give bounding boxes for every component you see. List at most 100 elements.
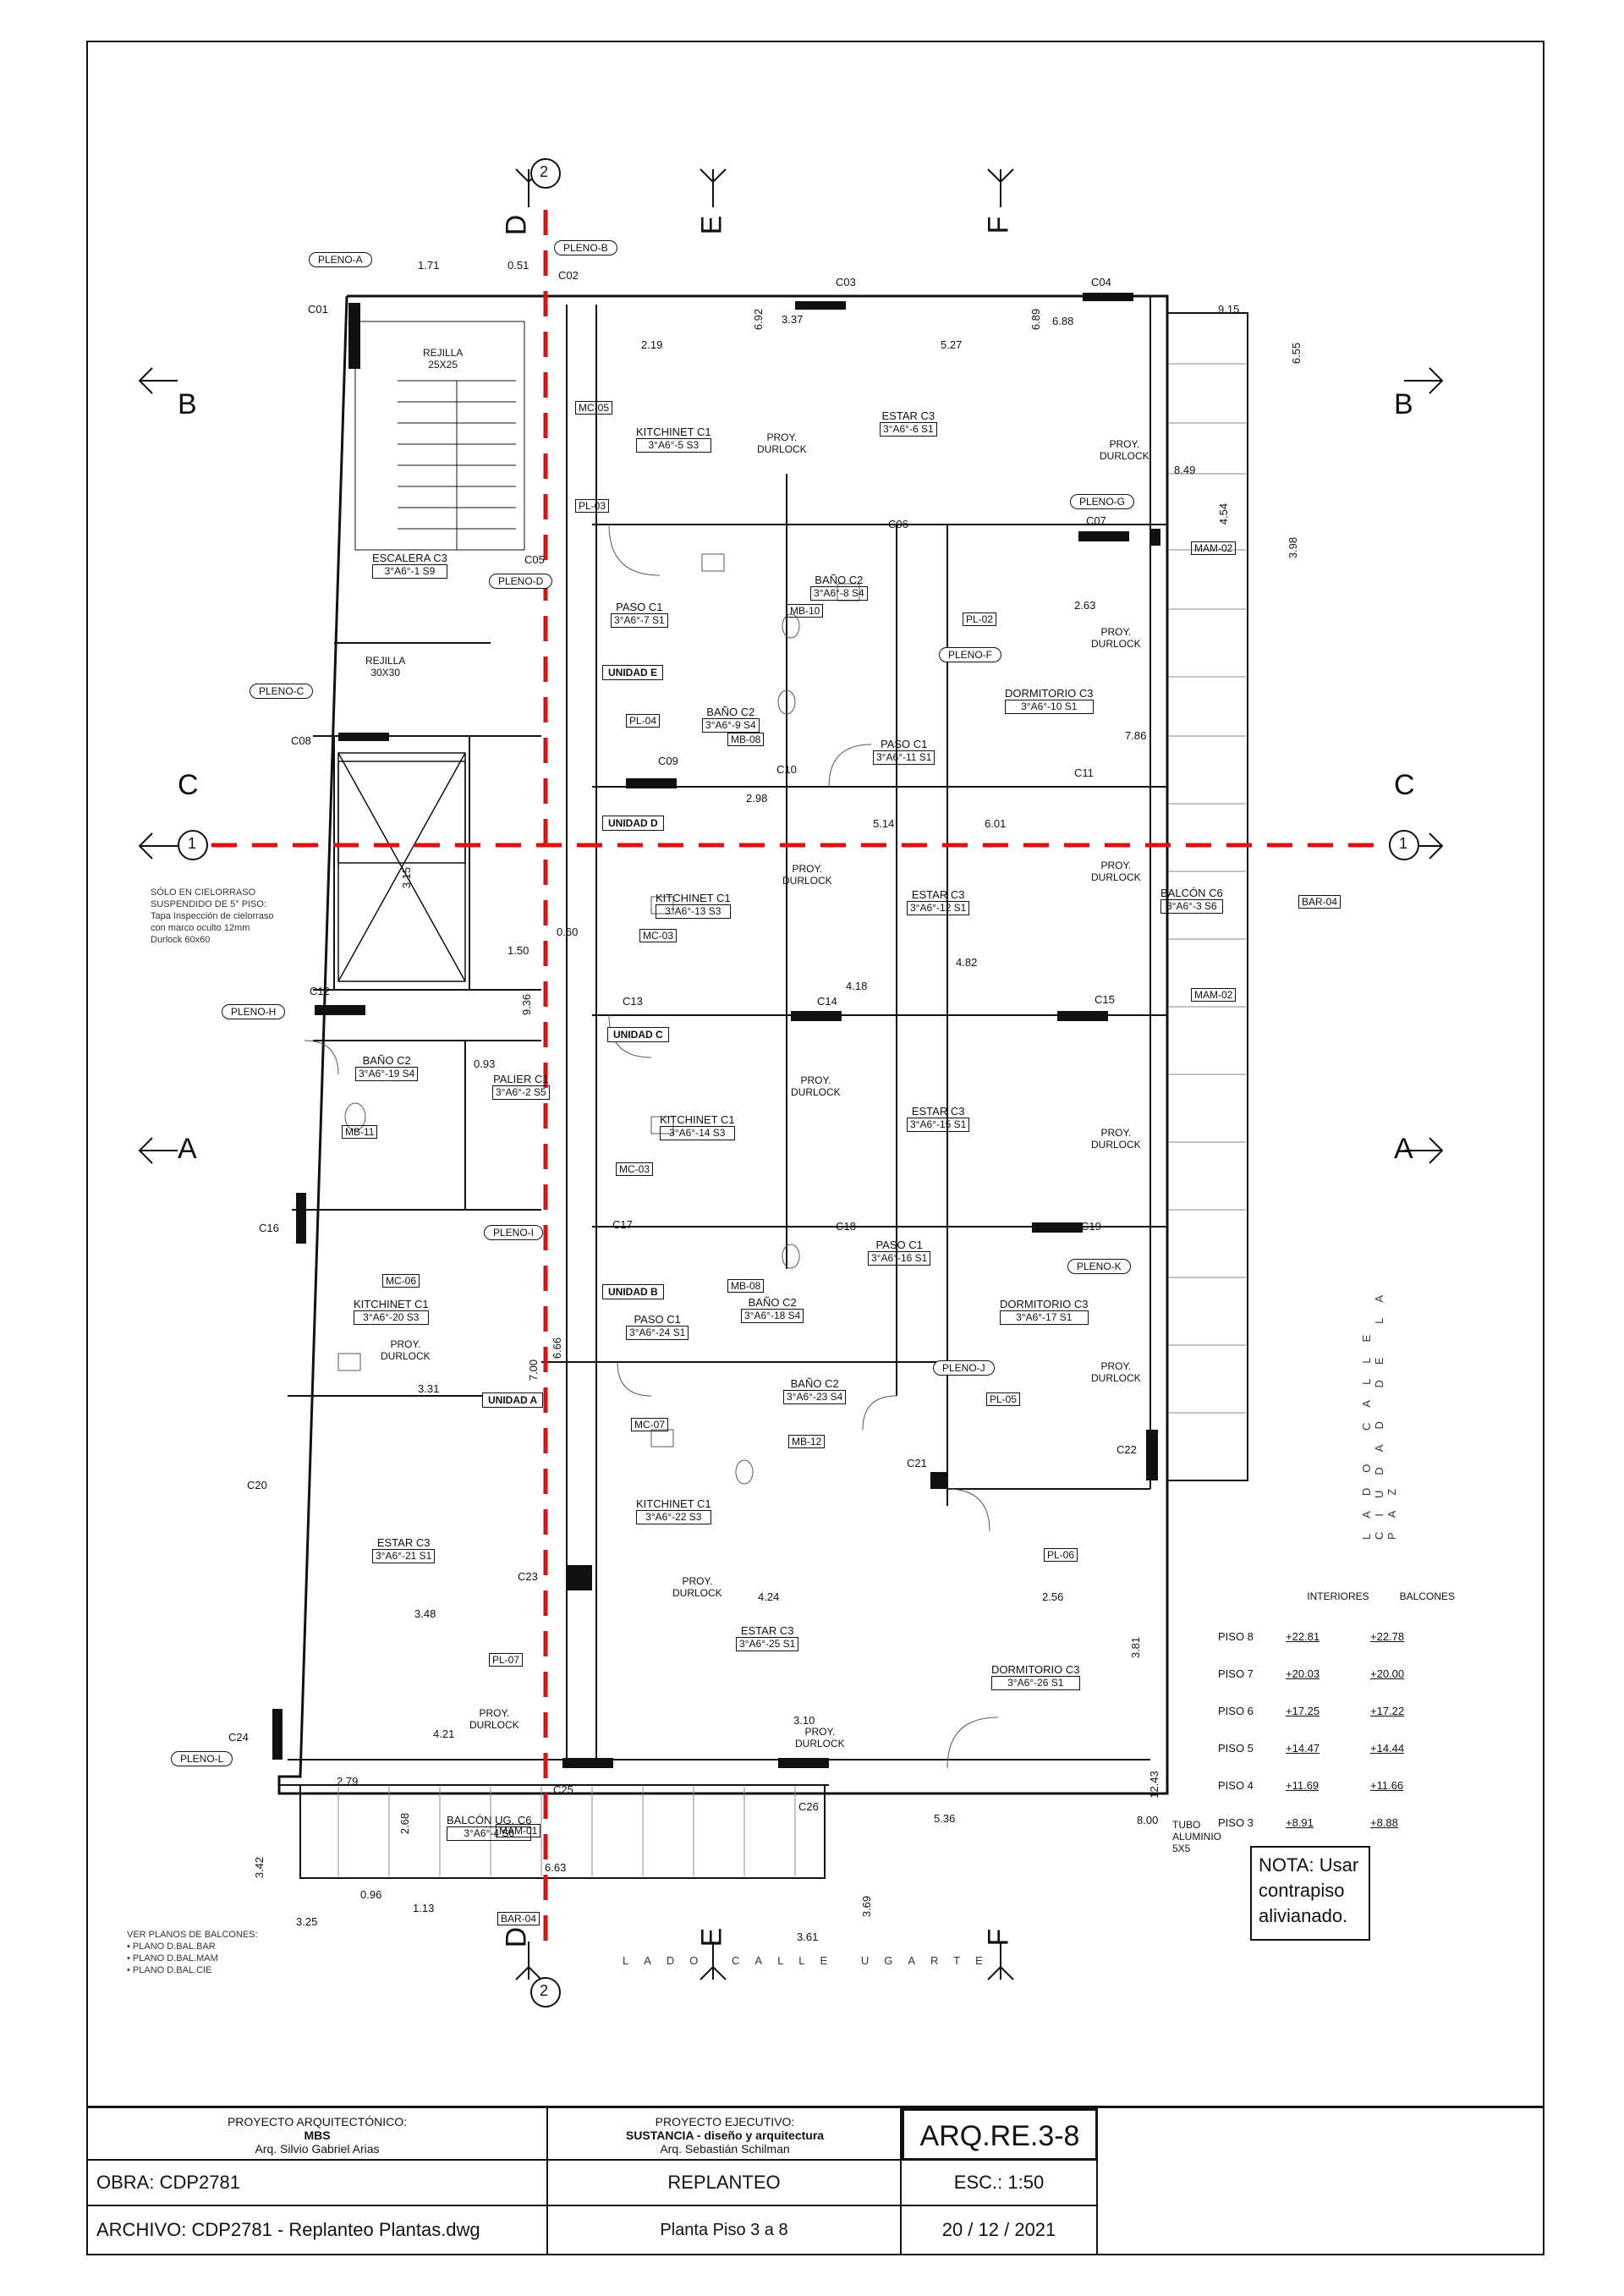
dim-23: 6.01 (985, 817, 1007, 830)
tubo-aluminio: TUBO ALUMINIO 5X5 (1172, 1819, 1222, 1854)
mb-10: MB-10 (787, 604, 824, 618)
tb-ejecutivo: PROYECTO EJECUTIVO: SUSTANCIA - diseño y… (548, 2108, 902, 2161)
cielorraso-note: SÓLO EN CIELORRASO SUSPENDIDO DE 5° PISO… (151, 887, 274, 945)
col-c18: C18 (836, 1220, 856, 1233)
dim-10: 6.88 (1052, 315, 1074, 327)
dim-32: 0.96 (360, 1888, 382, 1901)
pleno-g: PLENO-G (1070, 494, 1135, 509)
pleno-j: PLENO-J (933, 1360, 995, 1376)
pl-04: PL-04 (626, 714, 661, 728)
dim-5: 5.27 (941, 338, 963, 351)
section-e-top: E (695, 215, 728, 235)
dim-40: 2.56 (1042, 1590, 1064, 1603)
section-b-right: B (1394, 388, 1413, 420)
section-e-bottom: E (695, 1927, 728, 1947)
room-estar-12: ESTAR C3 3°A6°-12 S1 (907, 888, 970, 915)
dim-38: 8.00 (1137, 1814, 1159, 1826)
room-estar-25: ESTAR C3 3°A6°-25 S1 (736, 1624, 799, 1651)
col-c09: C09 (658, 755, 678, 767)
pleno-i: PLENO-I (484, 1225, 544, 1240)
dim-31: 1.13 (413, 1902, 435, 1914)
section-f-bottom: F (982, 1928, 1015, 1947)
tb-obra: OBRA: CDP2781 (86, 2161, 548, 2206)
pleno-b: PLENO-B (554, 240, 617, 255)
pl-06: PL-06 (1044, 1548, 1078, 1562)
mc-03: MC-03 (639, 929, 678, 942)
dim-22: 5.14 (873, 817, 895, 830)
dim-39: 12.43 (1147, 1771, 1160, 1799)
tb-titulo: REPLANTEO (548, 2161, 902, 2206)
building-outline (277, 294, 1169, 1795)
section-a-left: A (178, 1133, 197, 1165)
tb-arquitectonico: PROYECTO ARQUITECTÓNICO: MBS Arq. Silvio… (86, 2108, 548, 2161)
col-c03: C03 (836, 276, 856, 288)
street-right: LADO CALLE CIUDAD DE LA PAZ (1360, 1280, 1398, 1540)
dim-18: 6.66 (551, 1337, 564, 1359)
dim-37: 5.36 (934, 1812, 956, 1825)
room-kitchinet-14: KITCHINET C1 3°A6°-14 S3 (660, 1113, 735, 1140)
pl-02: PL-02 (963, 612, 997, 626)
mc-03-b: MC-03 (616, 1162, 654, 1176)
tb-escala: ESC.: 1:50 (902, 2161, 1098, 2206)
col-c04: C04 (1091, 276, 1111, 288)
room-estar-6: ESTAR C3 3°A6°-6 S1 (880, 409, 937, 437)
col-c01: C01 (308, 303, 328, 316)
pleno-k: PLENO-K (1067, 1259, 1131, 1274)
dim-27: 3.31 (418, 1382, 440, 1395)
level-row: PISO 3+8.91+8.88 (1218, 1815, 1398, 1829)
col-c20: C20 (247, 1479, 267, 1491)
dim-13: 4.54 (1217, 503, 1231, 525)
proy-durlock-7: PROY.DURLOCK (1091, 1127, 1141, 1151)
room-bano-9: BAÑO C2 3°A6°-9 S4 (702, 706, 760, 733)
pleno-d: PLENO-D (489, 574, 553, 589)
dim-11: 8.49 (1174, 464, 1196, 476)
room-kitchinet-5: KITCHINET C1 3°A6°-5 S3 (636, 426, 711, 453)
col-c07: C07 (1086, 514, 1106, 527)
col-c21: C21 (907, 1457, 927, 1469)
section-a-right: A (1394, 1133, 1413, 1165)
level-row: PISO 4+11.69+11.66 (1218, 1778, 1404, 1792)
pleno-c: PLENO-C (250, 684, 314, 699)
col-c14: C14 (817, 995, 837, 1008)
proy-durlock-5: PROY.DURLOCK (1091, 860, 1141, 883)
dim-35: 3.61 (797, 1931, 819, 1943)
proy-durlock-11: PROY.DURLOCK (469, 1707, 519, 1731)
col-c22: C22 (1116, 1443, 1137, 1456)
dim-6: 2.19 (641, 338, 663, 351)
dim-12: 3.98 (1287, 536, 1300, 559)
dim-9: 6.89 (1029, 308, 1043, 331)
dim-36: 3.69 (860, 1895, 874, 1918)
sheet-number: ARQ.RE.3-8 (902, 2108, 1098, 2161)
section-f-top: F (982, 216, 1015, 234)
room-dormitorio-10: DORMITORIO C3 3°A6°-10 S1 (1005, 687, 1094, 714)
tb-subtitulo: Planta Piso 3 a 8 (548, 2206, 902, 2255)
unidad-e: UNIDAD E (602, 665, 664, 680)
axis-2-top: 2 (540, 163, 549, 180)
room-dormitorio-26: DORMITORIO C3 3°A6°-26 S1 (991, 1663, 1080, 1690)
section-b-left: B (178, 388, 197, 420)
col-c25: C25 (553, 1783, 573, 1796)
room-kitchinet-20: KITCHINET C1 3°A6°-20 S3 (354, 1298, 429, 1325)
room-palier: PALIER C1 3°A6°-2 S5 (492, 1073, 550, 1100)
levels-header-bal: BALCONES (1399, 1590, 1455, 1602)
mb-08-b: MB-08 (727, 1279, 765, 1293)
room-estar-15: ESTAR C3 3°A6°-15 S1 (907, 1105, 970, 1132)
mb-11: MB-11 (342, 1125, 378, 1139)
mb-12: MB-12 (788, 1435, 826, 1448)
dim-30: 6.63 (545, 1861, 567, 1874)
mc-05: MC-05 (575, 401, 613, 415)
pleno-h: PLENO-H (222, 1004, 286, 1019)
mc-06: MC-06 (382, 1274, 420, 1288)
room-escalera: ESCALERA C3 3°A6°-1 S9 (372, 552, 447, 579)
proy-durlock-10: PROY.DURLOCK (672, 1575, 722, 1599)
pl-07: PL-07 (489, 1653, 524, 1667)
level-row: PISO 5+14.47+14.44 (1218, 1741, 1405, 1755)
mb-08: MB-08 (727, 733, 765, 746)
dim-16: 3.15 (400, 866, 414, 889)
dim-8: 6.92 (752, 308, 765, 331)
pleno-f: PLENO-F (939, 647, 1002, 662)
dim-14: 2.63 (1074, 599, 1096, 612)
dim-2: 0.51 (508, 259, 529, 272)
